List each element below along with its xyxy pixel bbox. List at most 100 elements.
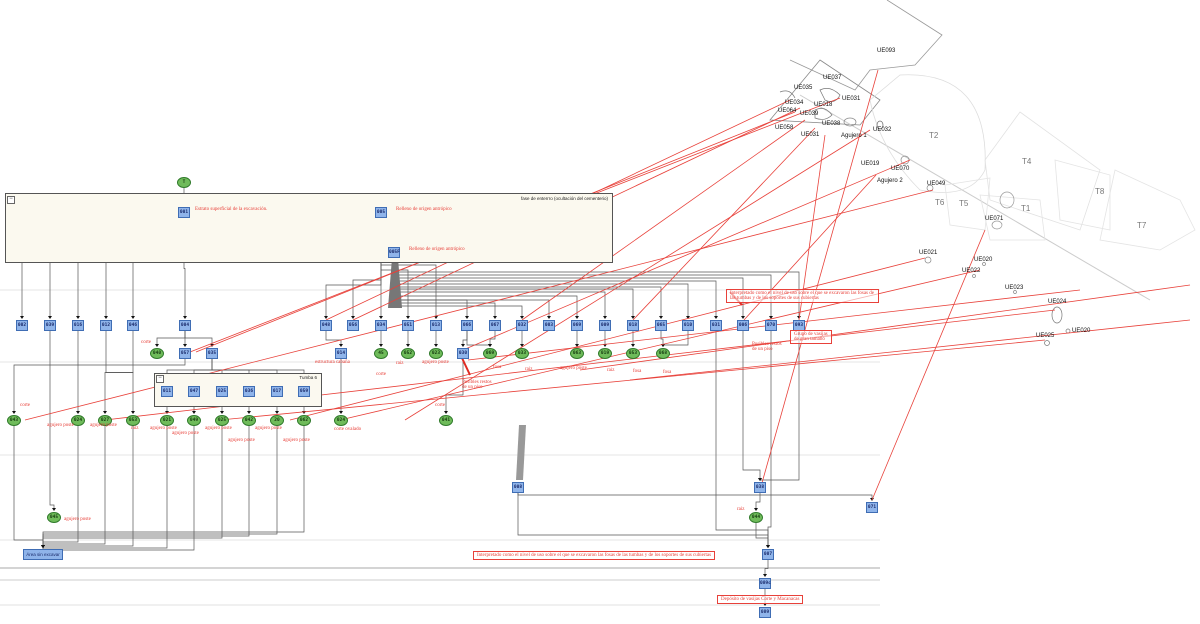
unit-node-038[interactable]: 038 — [754, 482, 766, 493]
interface-node-045[interactable]: 045 — [47, 512, 61, 523]
unit-node-002[interactable]: 002 — [16, 320, 28, 331]
interface-node-063[interactable]: 063 — [570, 348, 584, 359]
tumba-6-box: − Tumba 6 — [154, 373, 322, 407]
annotation-005: Relleno de origen antrópico — [396, 207, 452, 212]
edge — [42, 425, 223, 547]
unit-node-008[interactable]: 008 — [512, 482, 524, 493]
edge — [755, 492, 761, 510]
unit-node-016[interactable]: 016 — [72, 320, 84, 331]
edge — [393, 257, 550, 318]
arrowhead — [339, 411, 343, 414]
unit-node-013[interactable]: 013 — [430, 320, 442, 331]
arrowhead — [183, 316, 187, 319]
unit-node-036[interactable]: 036 — [243, 386, 255, 397]
unit-node-034[interactable]: 034 — [375, 320, 387, 331]
interface-node-023[interactable]: 023 — [429, 348, 443, 359]
unit-node-018[interactable]: 018 — [627, 320, 639, 331]
annotation-053b: raiz — [131, 426, 139, 431]
unit-node-017[interactable]: 017 — [271, 386, 283, 397]
unit-node-057[interactable]: 057 — [179, 348, 191, 359]
collapse-toggle[interactable]: − — [7, 196, 15, 204]
unit-node-066[interactable]: 066 — [461, 320, 473, 331]
unit-node-012[interactable]: 012 — [100, 320, 112, 331]
unit-node-010[interactable]: 010 — [682, 320, 694, 331]
unit-node-área-sin-excavar[interactable]: Área sin excavar — [23, 549, 63, 560]
arrowhead — [434, 344, 438, 347]
interface-node-053[interactable]: 053 — [126, 415, 140, 426]
arrowhead — [76, 411, 80, 414]
unit-node-011[interactable]: 011 — [161, 386, 173, 397]
unit-node-056[interactable]: 056 — [347, 320, 359, 331]
unit-node-003[interactable]: 003 — [543, 320, 555, 331]
edge — [393, 257, 468, 318]
interface-node-053[interactable]: 053 — [626, 348, 640, 359]
edge — [393, 257, 662, 318]
interface-node-019[interactable]: 019 — [598, 348, 612, 359]
unit-node-001[interactable]: 001 — [178, 207, 190, 218]
map-label-ue032: UE032 — [873, 127, 892, 133]
interface-node-033[interactable]: 033 — [515, 348, 529, 359]
interface-node-024[interactable]: 024 — [71, 415, 85, 426]
map-label-agujero1: Agujero 1 — [841, 133, 867, 139]
unit-node-047[interactable]: 047 — [188, 386, 200, 397]
excavation-outline — [789, 0, 943, 91]
interface-node-040[interactable]: 040 — [150, 348, 164, 359]
unit-node-065[interactable]: 065 — [655, 320, 667, 331]
interface-node-052[interactable]: 052 — [401, 348, 415, 359]
interface-node-044[interactable]: 044 — [749, 512, 763, 523]
arrowhead — [12, 411, 16, 414]
arrowhead — [547, 316, 551, 319]
unit-node-069[interactable]: 069 — [571, 320, 583, 331]
interface-node-20[interactable]: 20 — [270, 415, 284, 426]
unit-node-030[interactable]: 030 — [457, 348, 469, 359]
leader-line — [579, 284, 1191, 371]
unit-node-059[interactable]: 059 — [298, 386, 310, 397]
interface-node-025[interactable]: 025 — [215, 415, 229, 426]
unit-node-031[interactable]: 031 — [710, 320, 722, 331]
interface-node-043[interactable]: 043 — [7, 415, 21, 426]
unit-node-051[interactable]: 051 — [402, 320, 414, 331]
site-plan — [769, 0, 1196, 346]
interface-node-042[interactable]: 042 — [242, 415, 256, 426]
unit-node-006[interactable]: 006 — [737, 320, 749, 331]
unit-node-007[interactable]: 007 — [762, 549, 774, 560]
unit-node-048[interactable]: 048 — [320, 320, 332, 331]
annotation-45: corte — [376, 372, 386, 377]
map-label-ue093: UE093 — [877, 48, 896, 54]
annotation-093: Grupo de vasijas de gran tamaño — [790, 330, 832, 344]
leader-line — [629, 319, 1191, 381]
edge — [49, 330, 55, 510]
unit-node-070[interactable]: 070 — [765, 320, 777, 331]
phase-box: − fase de enterrro (ocultación del cemen… — [5, 193, 613, 263]
interface-node-041[interactable]: 041 — [439, 415, 453, 426]
unit-node-025[interactable]: 025 — [216, 386, 228, 397]
unit-node-004[interactable]: 004 — [179, 320, 191, 331]
arrowhead — [275, 411, 279, 414]
unit-node-039[interactable]: 039 — [44, 320, 56, 331]
arrowhead — [575, 316, 579, 319]
edge — [445, 358, 464, 413]
interface-node-069[interactable]: 069 — [483, 348, 497, 359]
interface-node-021[interactable]: 021 — [160, 415, 174, 426]
unit-node-009[interactable]: 009 — [599, 320, 611, 331]
unit-node-014[interactable]: 014 — [335, 348, 347, 359]
interface-node-027[interactable]: 027 — [98, 415, 112, 426]
unit-node-032[interactable]: 032 — [516, 320, 528, 331]
unit-node-005[interactable]: 005 — [375, 207, 387, 218]
tumba-title: Tumba 6 — [299, 375, 317, 380]
interface-node-068[interactable]: 068 — [656, 348, 670, 359]
unit-node-005f[interactable]: 005F — [388, 247, 400, 258]
annotation-063: agujero poste — [560, 366, 587, 371]
unit-node-035[interactable]: 035 — [206, 348, 218, 359]
interface-node-049[interactable]: 049 — [187, 415, 201, 426]
unit-node-071[interactable]: 071 — [866, 502, 878, 513]
unit-node-046[interactable]: 046 — [127, 320, 139, 331]
interface-node-45[interactable]: 45 — [374, 348, 388, 359]
interface-node-062[interactable]: 062 — [297, 415, 311, 426]
unit-node-089c[interactable]: 089c — [759, 578, 771, 589]
collapse-toggle[interactable]: − — [156, 375, 164, 383]
interface-node-t[interactable]: T — [177, 177, 191, 188]
unit-node-089[interactable]: 089 — [759, 607, 771, 618]
unit-node-067[interactable]: 067 — [489, 320, 501, 331]
interface-node-024[interactable]: 024 — [334, 415, 348, 426]
